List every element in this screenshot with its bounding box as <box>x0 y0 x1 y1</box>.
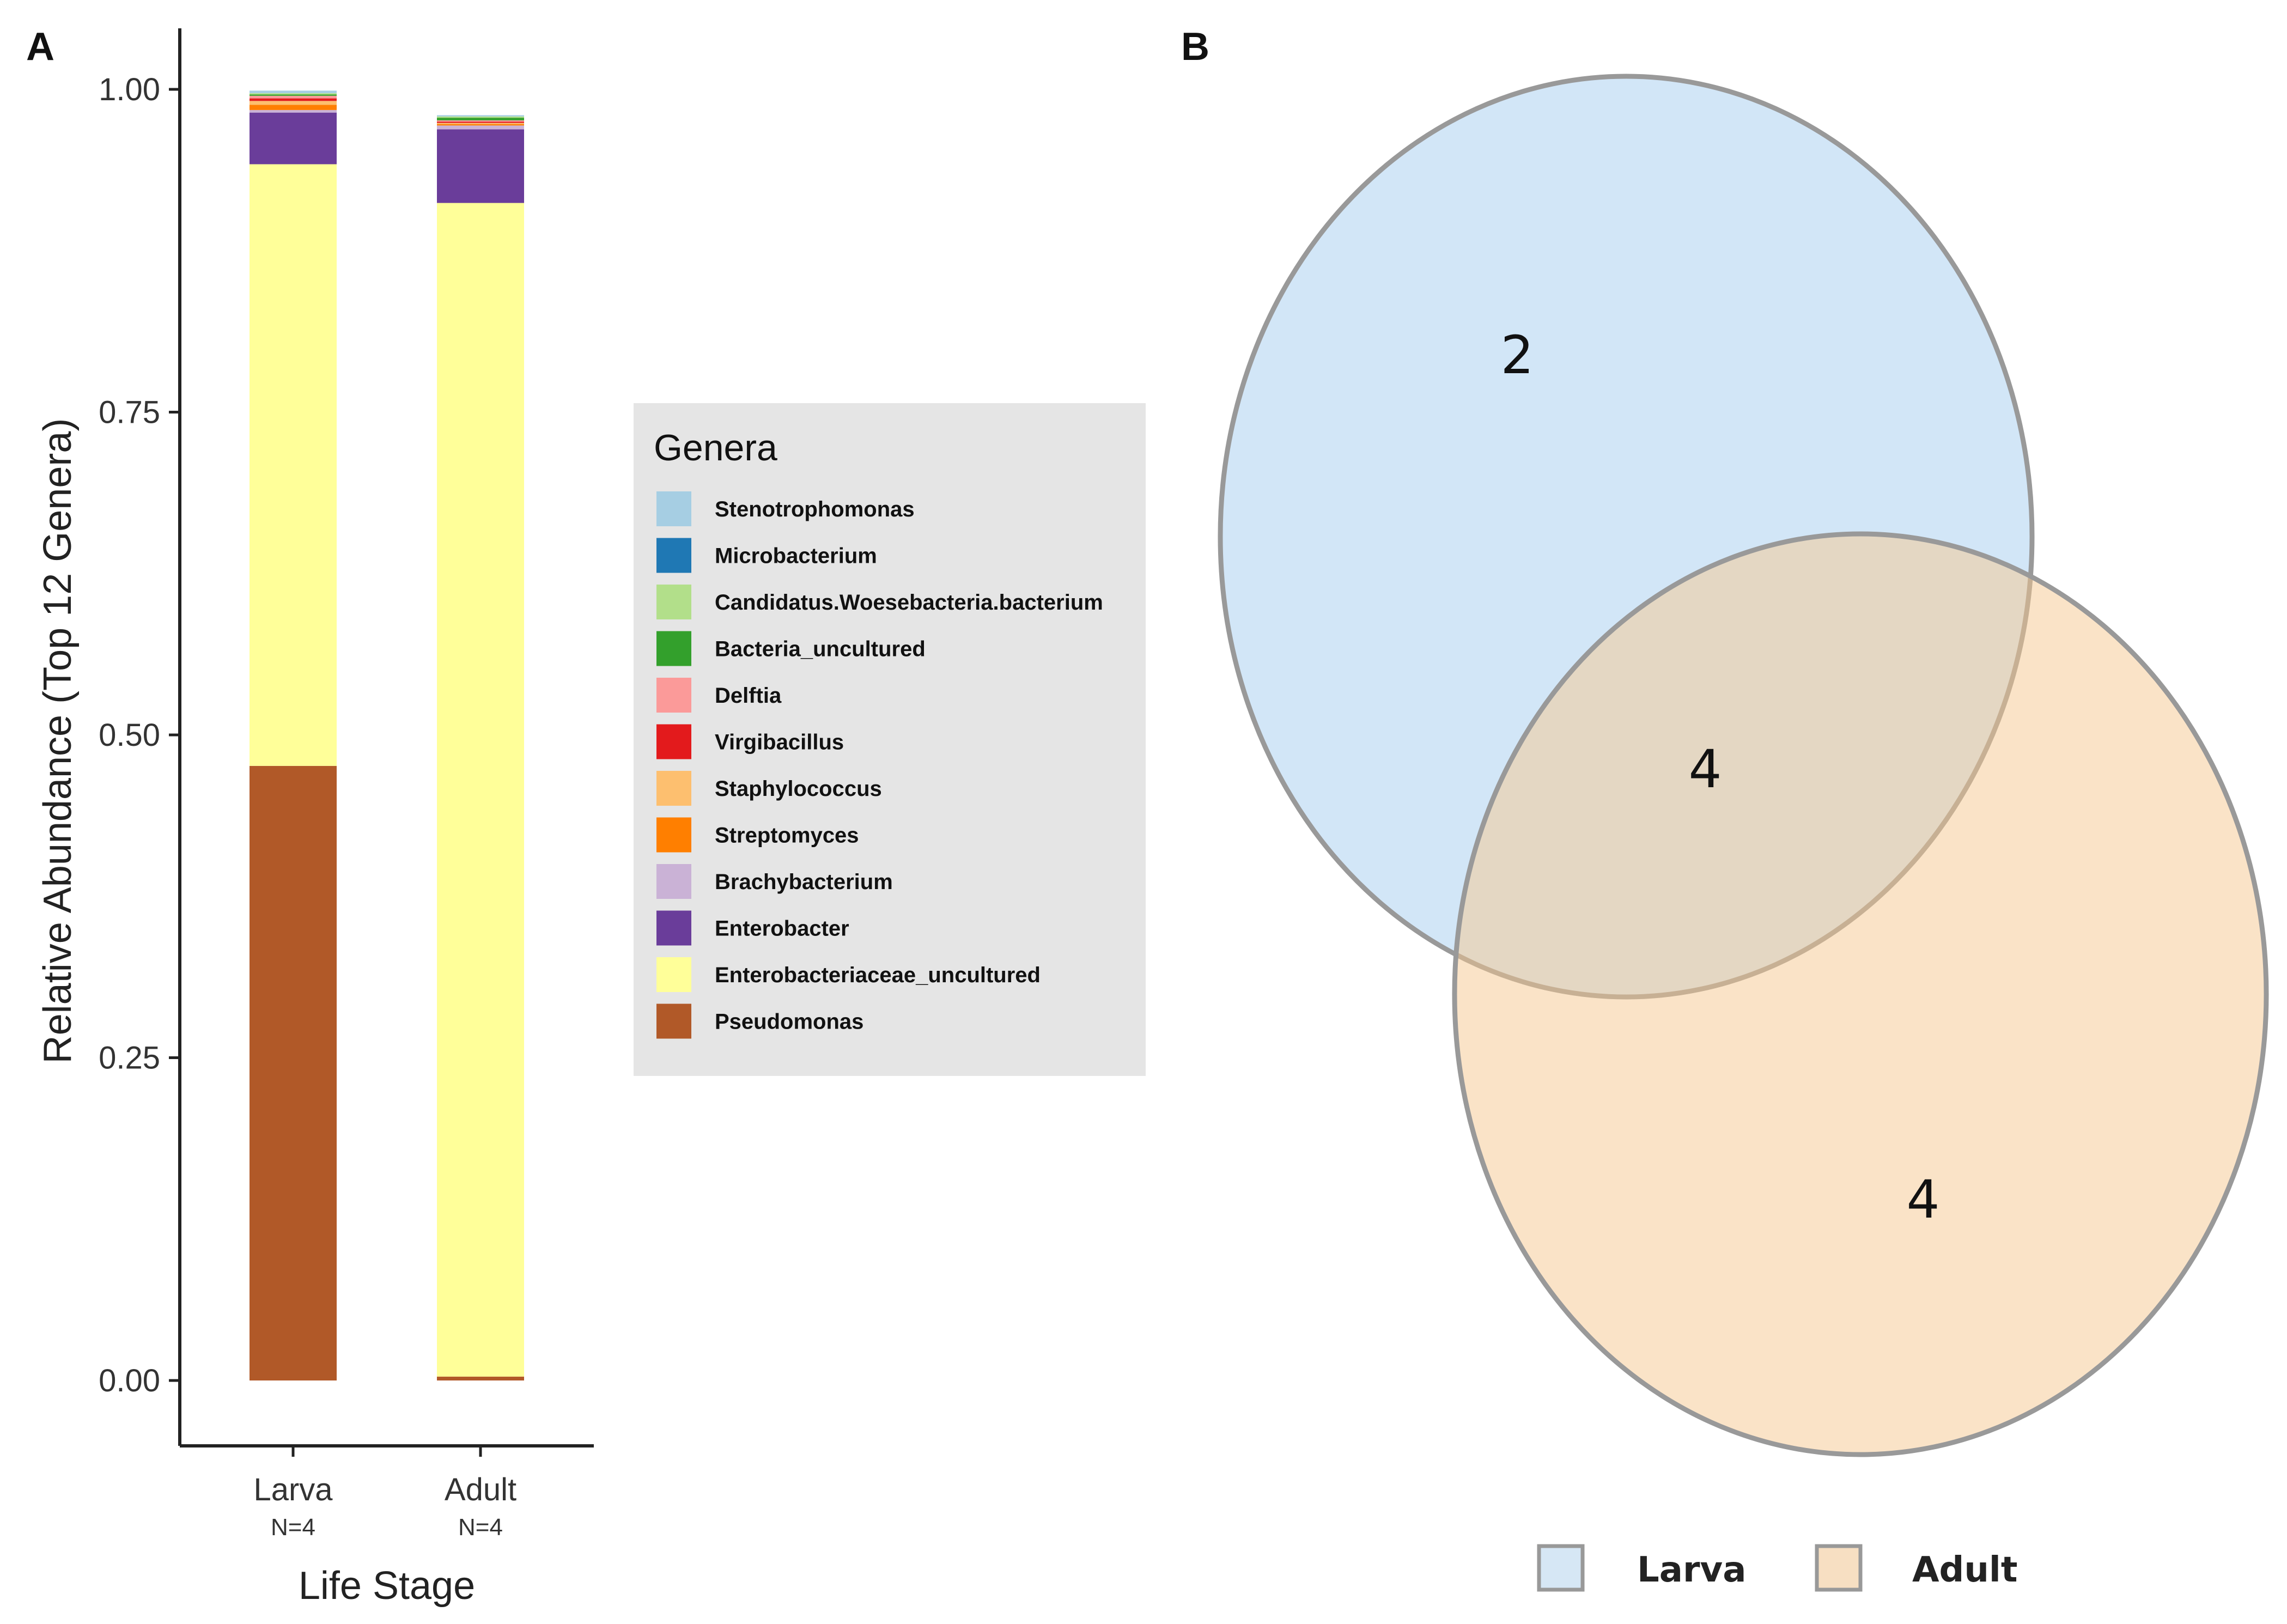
legend-label: Delftia <box>715 684 782 708</box>
legend-label: Staphylococcus <box>715 777 882 801</box>
legend-label: Bacteria_uncultured <box>715 637 926 661</box>
venn-legend-label-adult: Adult <box>1912 1550 2017 1590</box>
bar-segment-larva-bacteria-uncultured <box>250 94 337 96</box>
legend-title: Genera <box>654 427 777 469</box>
legend-label: Virgibacillus <box>715 731 844 755</box>
bar-segment-adult-enterobacter <box>437 129 524 203</box>
legend-label: Enterobacter <box>715 917 849 941</box>
legend-swatch <box>656 817 691 853</box>
venn-circle-adult <box>1452 531 2269 1457</box>
legend-swatch <box>656 957 691 992</box>
x-tick-label-adult: Adult <box>445 1472 516 1507</box>
legend-background <box>634 403 1146 1076</box>
bar-segment-larva-virgibacillus <box>250 98 337 101</box>
panel-b-venn-diagram: B 2 4 4 Larva Adult <box>1181 25 2269 1592</box>
legend-label: Microbacterium <box>715 544 877 568</box>
y-tick-label: 1.00 <box>99 72 160 107</box>
y-axis-ticks: 0.00 0.25 0.50 0.75 1.00 <box>99 72 180 1398</box>
legend-label: Candidatus.Woesebacteria.bacterium <box>715 591 1103 615</box>
venn-legend: Larva Adult <box>1537 1544 2017 1592</box>
legend-swatch <box>656 491 691 526</box>
bar-segment-adult-streptomyces <box>437 124 524 126</box>
legend-items: StenotrophomonasMicrobacteriumCandidatus… <box>656 491 1103 1039</box>
legend-swatch <box>656 724 691 759</box>
legend-swatch <box>656 585 691 619</box>
legend-swatch <box>656 910 691 946</box>
bar-segment-larva-staphylococcus <box>250 101 337 105</box>
y-tick-label: 0.75 <box>99 395 160 430</box>
bar-segment-larva-stenotrophomonas <box>250 90 337 94</box>
genera-legend: Genera StenotrophomonasMicrobacteriumCan… <box>634 403 1146 1076</box>
bar-segment-larva-streptomyces <box>250 105 337 110</box>
panel-a-label: A <box>26 25 54 69</box>
bar-segment-adult-brachybacterium <box>437 125 524 130</box>
legend-label: Streptomyces <box>715 824 859 848</box>
stacked-bars <box>250 90 524 1380</box>
chart-axes <box>178 28 594 1447</box>
venn-legend-swatch-larva <box>1537 1544 1585 1592</box>
bar-segment-larva-brachybacterium <box>250 110 337 113</box>
panel-b-label: B <box>1181 25 1209 69</box>
bar-segment-larva-enterobacteriaceae-uncultured <box>250 164 337 766</box>
legend-swatch <box>656 678 691 713</box>
legend-label: Enterobacteriaceae_uncultured <box>715 963 1041 987</box>
legend-swatch <box>656 864 691 899</box>
y-tick-label: 0.00 <box>99 1363 160 1398</box>
venn-count-adult-only: 4 <box>1906 1169 1939 1230</box>
bar-segment-adult-staphylococcus <box>437 123 524 124</box>
bar-segment-adult-stenotrophomonas <box>437 115 524 117</box>
bar-segment-larva-pseudomonas <box>250 765 337 1380</box>
bar-segment-adult-delftia <box>437 120 524 122</box>
legend-label: Brachybacterium <box>715 870 893 894</box>
bar-segment-larva-enterobacter <box>250 112 337 165</box>
bar-segment-larva-delftia <box>250 95 337 99</box>
legend-label: Pseudomonas <box>715 1010 863 1034</box>
bar-segment-adult-pseudomonas <box>437 1376 524 1380</box>
venn-legend-label-larva: Larva <box>1637 1550 1746 1590</box>
legend-swatch <box>656 631 691 666</box>
x-axis-title: Life Stage <box>299 1564 475 1608</box>
panel-a-stacked-bar-chart: A 0.000.250.500.751.00 LarvaN=4AdultN=4 … <box>26 25 1146 1608</box>
y-axis-title: Relative Abundance (Top 12 Genera) <box>36 418 80 1064</box>
sample-size-label-adult: N=4 <box>458 1514 503 1541</box>
legend-swatch <box>656 538 691 573</box>
bar-segment-adult-bacteria-uncultured <box>437 118 524 120</box>
legend-swatch <box>656 771 691 806</box>
bar-segment-adult-enterobacteriaceae-uncultured <box>437 203 524 1377</box>
venn-count-larva-only: 2 <box>1500 325 1534 386</box>
y-tick-label: 0.50 <box>99 717 160 753</box>
venn-count-shared: 4 <box>1688 739 1722 800</box>
x-tick-label-larva: Larva <box>253 1472 333 1507</box>
bar-segment-adult-virgibacillus <box>437 121 524 123</box>
y-tick-label: 0.25 <box>99 1041 160 1076</box>
legend-label: Stenotrophomonas <box>715 497 915 521</box>
legend-swatch <box>656 1003 691 1039</box>
venn-legend-swatch-adult <box>1815 1544 1863 1592</box>
bar-segment-adult-candidatus-woesebacteria-bacterium <box>437 116 524 118</box>
sample-size-label-larva: N=4 <box>271 1514 315 1541</box>
bar-segment-larva-candidatus-woesebacteria-bacterium <box>250 93 337 95</box>
